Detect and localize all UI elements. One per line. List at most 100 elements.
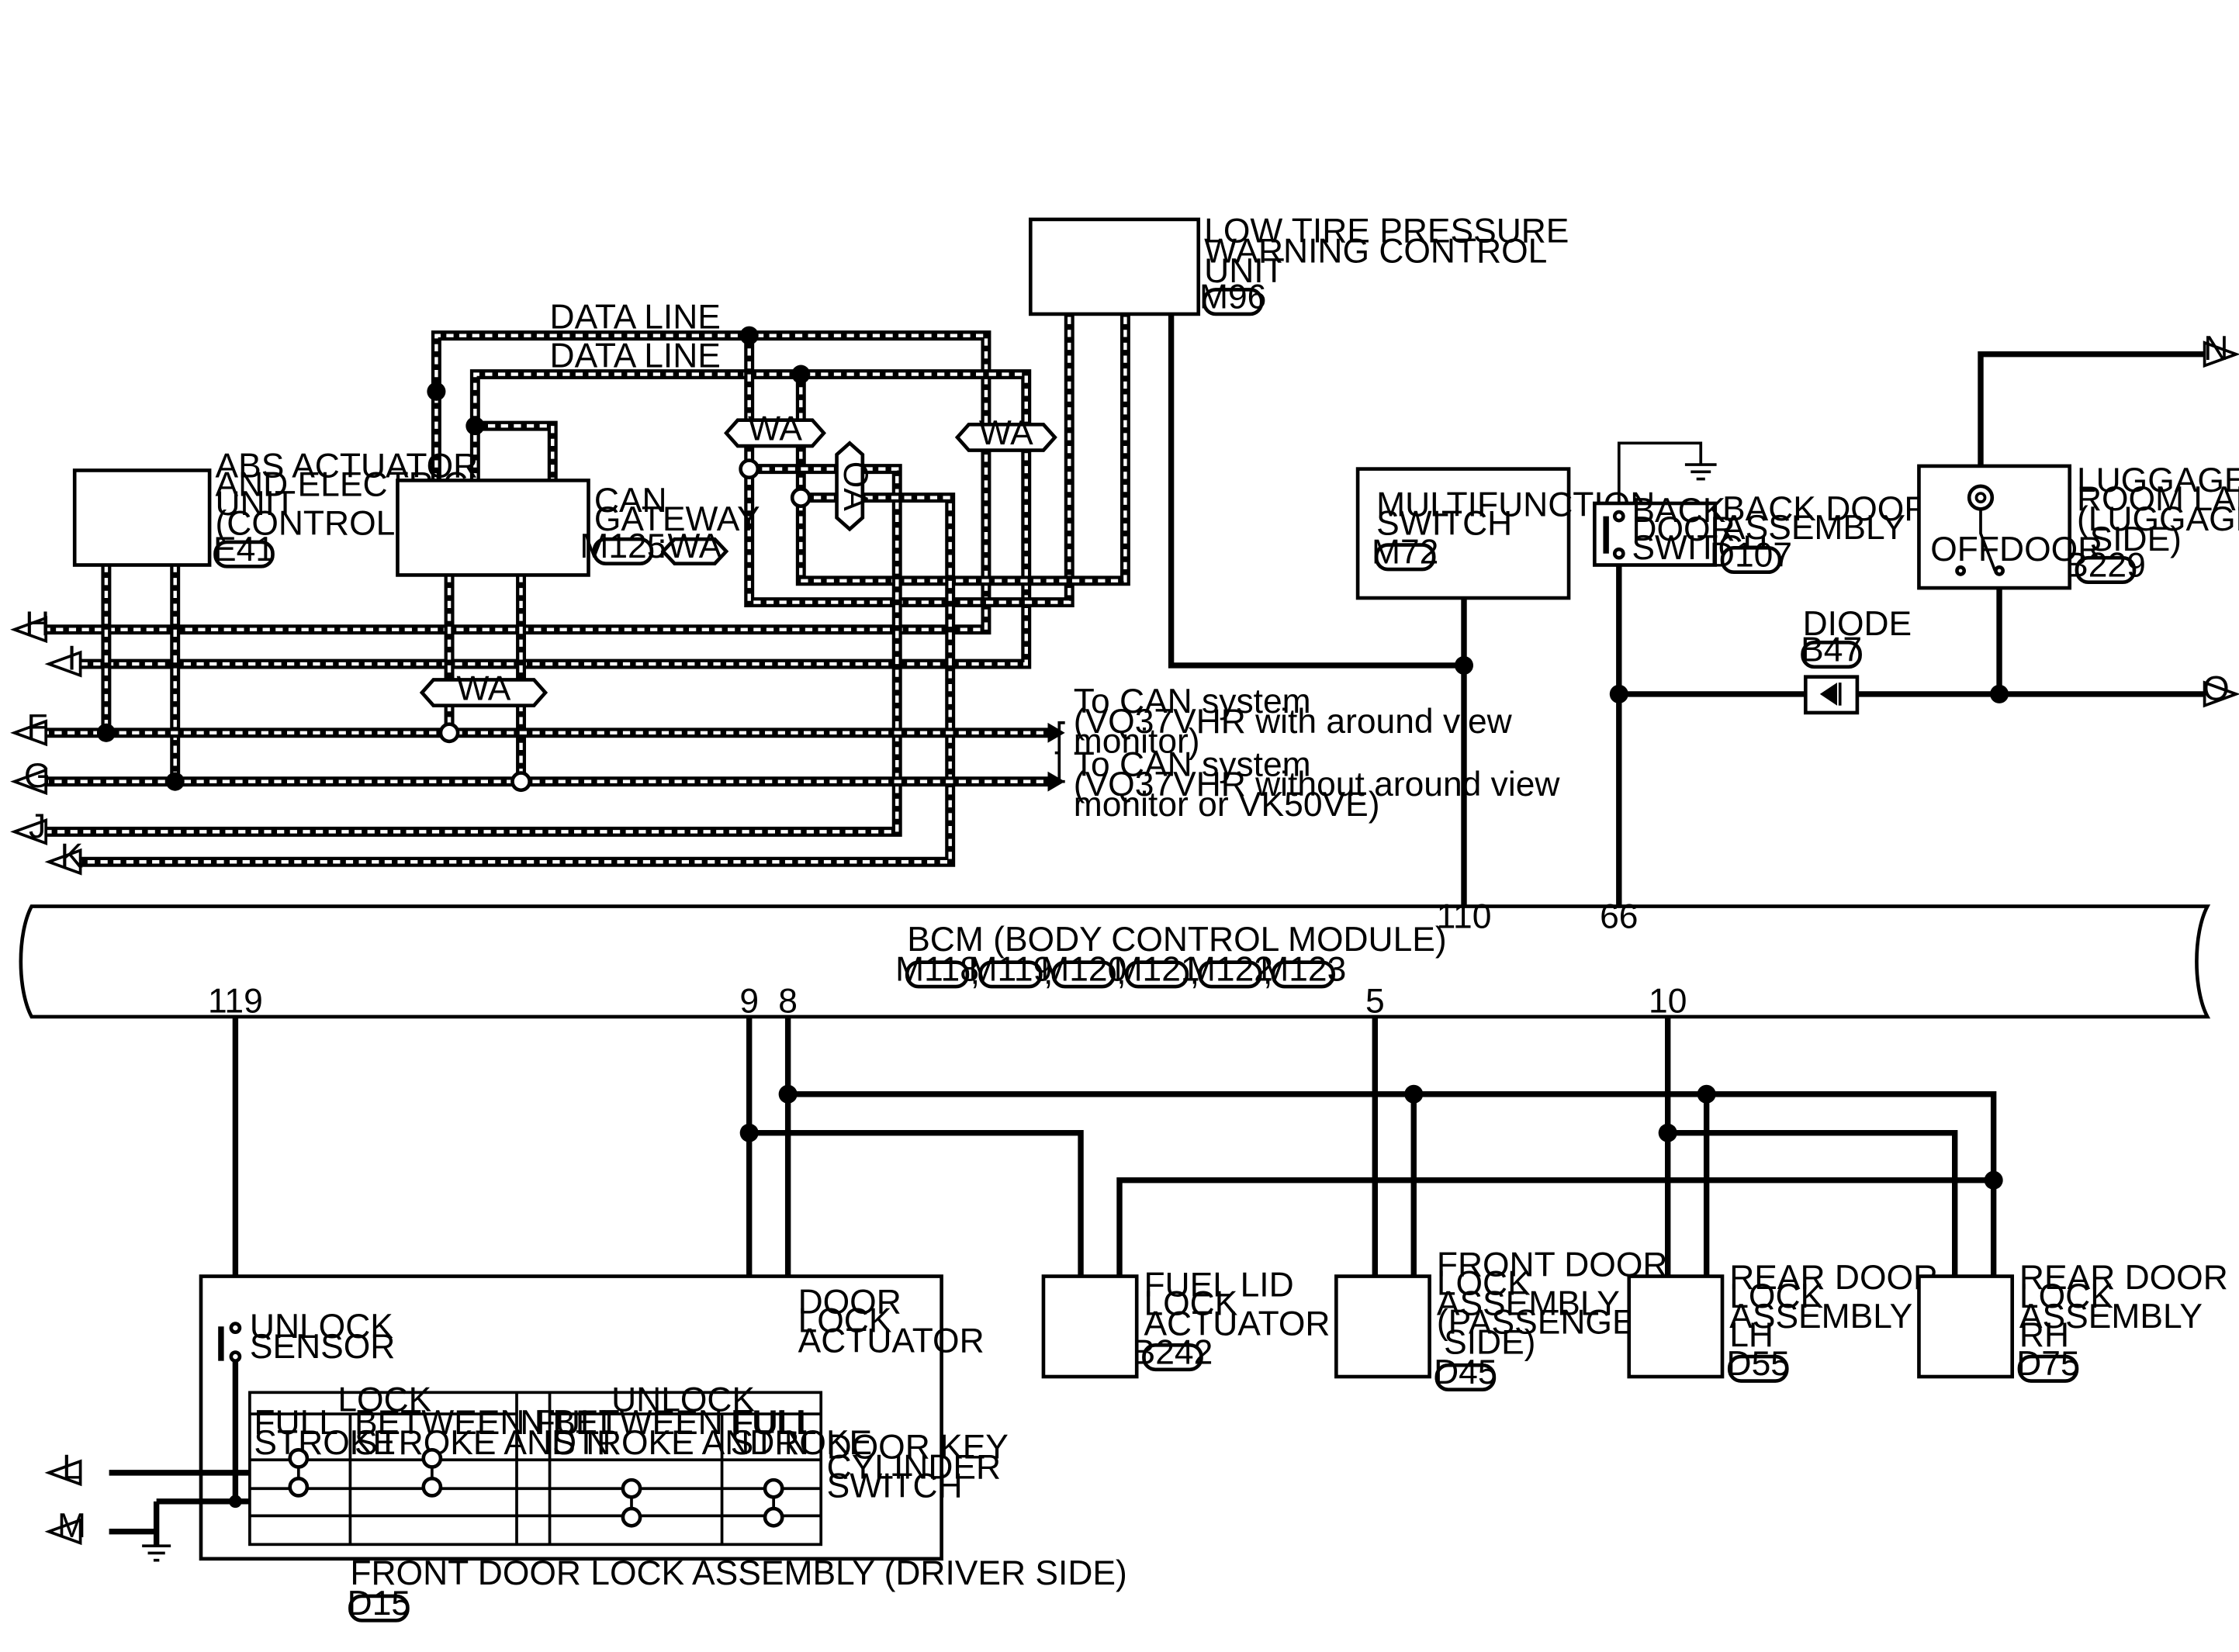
arrow-f-label: F	[27, 708, 48, 746]
lamp-label-2: ROOM LAMP	[2077, 480, 2239, 518]
table-col4-line1: FULL	[731, 1404, 815, 1442]
door-lock-actuator-label-2: LOCK	[798, 1302, 892, 1340]
oa-tag-text: OA	[836, 461, 874, 511]
driver-connector-badge	[348, 1594, 410, 1623]
driver-connector: D15	[348, 1585, 410, 1623]
table-n-header: N	[520, 1404, 545, 1442]
can-gateway	[396, 479, 590, 577]
rear-rh-label-1: REAR DOOR	[2019, 1259, 2228, 1297]
bcm-pin-8: 8	[778, 982, 798, 1020]
data-line-outer-2	[475, 420, 558, 481]
table-col2-line1: BETWEEN FULL	[355, 1404, 618, 1442]
wire-tpms-bcm	[1168, 313, 1464, 669]
can-note2-line3: monitor or VK50VE)	[1074, 786, 1380, 824]
fuel-lid-connector-badge	[1142, 1343, 1203, 1372]
data-line-inner-2	[475, 423, 555, 481]
table-contact-top-1	[421, 1447, 443, 1469]
bcm-connectors: M118,M119,M120,M121,M122,M123	[895, 951, 1346, 992]
arrow-f-icon	[10, 719, 48, 747]
table-col3-line2: STROKE AND N	[552, 1424, 809, 1462]
front-passenger-connector: D45	[1434, 1353, 1497, 1391]
table-contacts	[288, 1447, 784, 1528]
junction-8b	[1404, 1084, 1424, 1104]
arrow-m-icon	[44, 1518, 82, 1546]
wa-tag-1	[724, 418, 826, 448]
lamp-off-label: OFF	[1930, 531, 1999, 569]
tpms-label-1: LOW TIRE PRESSURE	[1204, 212, 1569, 250]
fuel-lid-label-2: LOCK	[1144, 1285, 1237, 1323]
data-line-inner-6	[63, 496, 952, 864]
table-contact-top-3	[763, 1477, 784, 1499]
bcm-pin-66: 66	[1600, 897, 1638, 935]
front-door-lock-driver	[199, 1274, 943, 1561]
can-gateway-label-2: GATEWAY	[594, 500, 760, 538]
table-contact-bottom-1	[421, 1476, 443, 1498]
diode-symbol-icon	[1819, 683, 1837, 706]
lamp-connector: B229	[2065, 546, 2146, 584]
rear-door-lock-lh	[1627, 1274, 1725, 1379]
bcm-connector-badge-2	[1051, 960, 1116, 989]
wire-fuel-lid	[1116, 1177, 1994, 1277]
junction-lamp	[1990, 684, 2009, 703]
junction-10a	[1658, 1123, 1677, 1142]
bcm-pin-119: 119	[208, 982, 263, 1020]
arrow-i-label: I	[67, 639, 76, 677]
data-junction-5	[165, 772, 185, 791]
lamp-off-contact	[1955, 565, 1967, 576]
can-note1-line3: monitor)	[1074, 723, 1200, 761]
table-col2-line2: STROKE AND N	[355, 1424, 611, 1462]
bcm-connector-badge-4	[1198, 960, 1262, 989]
tpms-connector: M96	[1199, 278, 1266, 316]
arrow-n-label: N	[2203, 330, 2228, 368]
table-contact-bottom-2	[621, 1506, 642, 1528]
arrow-i-icon	[44, 650, 82, 678]
back-door-switch-label-1: BACK	[1632, 492, 1725, 530]
arrow-l-label: L	[62, 1448, 81, 1486]
arrow-k-icon	[44, 848, 82, 876]
arrow-k-label: K	[61, 838, 84, 876]
rear-lh-label-4: LH	[1729, 1316, 1774, 1354]
bcm-connector-separator-3: ,	[1190, 953, 1199, 991]
front-door-lock-passenger	[1334, 1274, 1431, 1379]
abs-label-3: UNIT	[216, 485, 296, 523]
arrow-h-icon	[10, 616, 48, 644]
wire-pin8-bus	[784, 1016, 1997, 1277]
multifunction-switch	[1355, 467, 1571, 600]
data-open-junction-3	[510, 771, 531, 793]
table-contact-bottom-3	[763, 1506, 784, 1528]
driver-ground-icon	[142, 1544, 171, 1562]
data-line-inner-4	[799, 313, 1127, 583]
arrow-j-label: J	[29, 807, 46, 845]
fuel-lid-actuator	[1041, 1274, 1139, 1379]
front-passenger-label-2: LOCK	[1437, 1265, 1531, 1303]
bcm-connector-3: M121	[1114, 951, 1200, 989]
lamp-filament	[1974, 492, 1987, 503]
unlock-sensor-label-1: UNLOCK	[250, 1308, 393, 1346]
front-passenger-label-4: (PASSENGER	[1437, 1304, 1660, 1342]
junction-8a	[778, 1084, 798, 1104]
rear-rh-label-4: RH	[2019, 1316, 2069, 1354]
lamp-bulb-icon	[1967, 484, 1995, 511]
junction-9a	[739, 1123, 759, 1142]
back-door-switch-pin-bottom	[1612, 547, 1625, 560]
bcm-connector-separator-2: ,	[1116, 953, 1126, 991]
can-note2-line2: (VQ37VHR without around view	[1074, 766, 1561, 804]
front-passenger-label-5: SIDE)	[1444, 1323, 1535, 1361]
key-switch-label-1: DOOR KEY	[827, 1428, 1009, 1466]
unlock-sensor-contact	[218, 1326, 224, 1361]
back-door-ground-wire	[1617, 441, 1703, 503]
junction-driver-ground	[229, 1495, 242, 1509]
unlock-sensor-label-2: SENSOR	[250, 1328, 395, 1366]
rear-lh-label-3: ASSEMBLY	[1729, 1298, 1912, 1336]
bcm-title: BCM (BODY CONTROL MODULE)	[907, 921, 1446, 959]
tpms-label-2: WARNING CONTROL	[1204, 232, 1547, 270]
arrow-o-label: O	[2203, 669, 2230, 707]
wire-pin10-bus	[1665, 1016, 1958, 1277]
bcm-connector-badge-1	[978, 960, 1043, 989]
multifunction-connector-badge	[1374, 543, 1436, 572]
arrow-n-icon	[2203, 340, 2239, 368]
table-col1-line1: FULL	[254, 1404, 338, 1442]
arrow-g-icon	[10, 768, 48, 796]
bcm-module	[19, 904, 2211, 1019]
